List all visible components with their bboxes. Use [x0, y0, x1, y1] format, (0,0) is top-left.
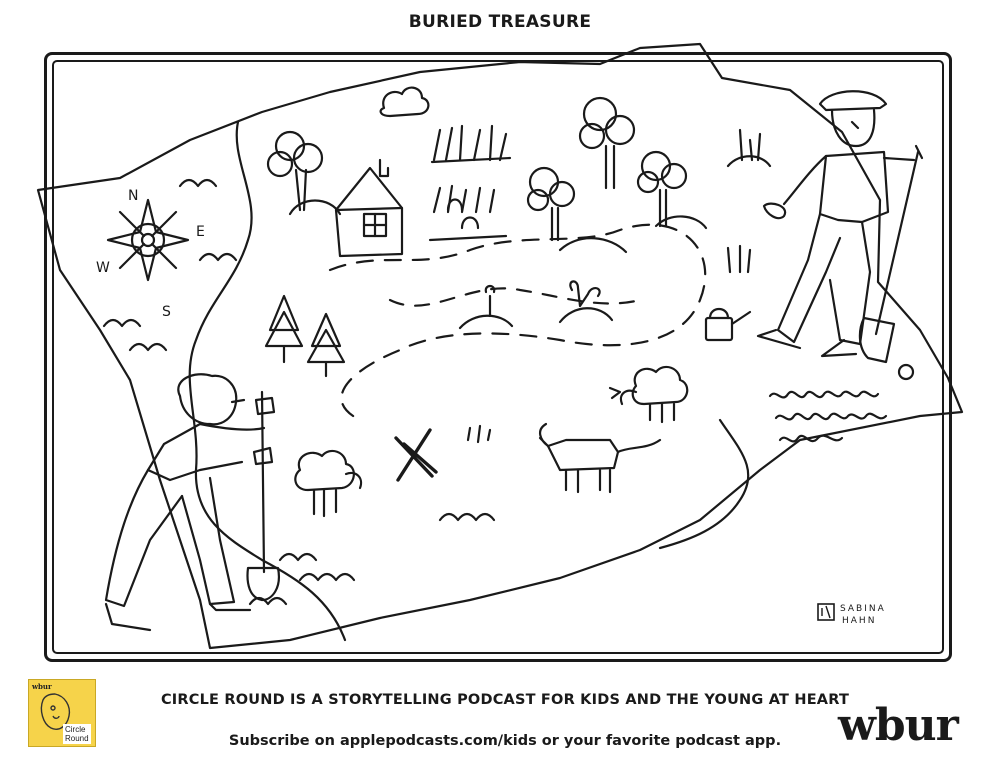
compass-s-label: S — [162, 304, 171, 320]
river — [188, 120, 347, 642]
man-with-shovel — [756, 90, 924, 364]
watering-can-icon — [704, 307, 752, 342]
logo-title: Circle Round — [63, 724, 91, 744]
tree-icon — [636, 150, 688, 228]
inner-frame — [52, 60, 944, 654]
logo-brand-label: wbur — [32, 682, 52, 691]
circle-round-logo: wbur Circle Round — [28, 679, 96, 747]
pine-tree-icon — [264, 294, 304, 364]
trail — [328, 223, 707, 422]
tree-icon — [526, 166, 576, 242]
wbur-logo: wbur — [838, 700, 959, 751]
woman-with-shovel — [104, 373, 280, 632]
compass-rose-icon — [106, 198, 190, 282]
compass-w-label: W — [96, 260, 110, 276]
compass-n-label: N — [128, 188, 138, 204]
signature-line-2: HAHN — [842, 616, 876, 626]
tree-icon — [578, 96, 636, 190]
page-title: BURIED TREASURE — [408, 12, 592, 32]
sheep-icon — [619, 365, 689, 424]
artist-signature: SABINA HAHN — [817, 603, 886, 626]
lion-face-icon — [40, 693, 71, 730]
compass-e-label: E — [196, 224, 205, 240]
podcast-tagline: CIRCLE ROUND IS A STORYTELLING PODCAST F… — [160, 692, 850, 708]
house-icon — [334, 158, 404, 258]
map-parchment — [36, 42, 964, 650]
goat-icon — [538, 422, 662, 494]
treasure-x-icon — [394, 428, 438, 482]
subscribe-text: Subscribe on applepodcasts.com/kids or y… — [228, 733, 782, 749]
tree-icon — [266, 130, 324, 212]
pine-tree-icon — [306, 312, 346, 378]
cloud-icon — [379, 86, 430, 118]
signature-line-1: SABINA — [840, 604, 886, 614]
outer-frame — [44, 52, 952, 662]
sheep-icon — [294, 449, 363, 518]
